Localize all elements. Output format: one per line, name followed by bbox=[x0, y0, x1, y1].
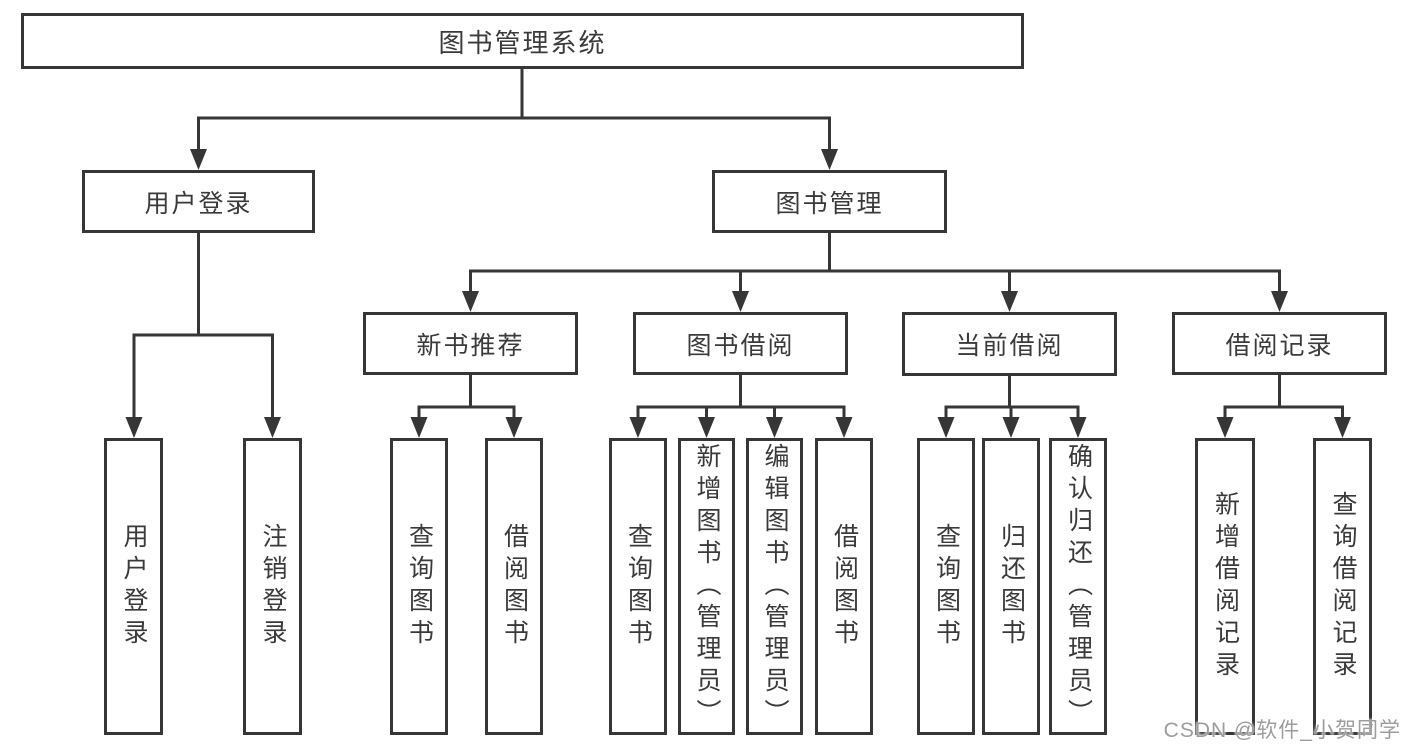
node-label: 借阅图书 bbox=[500, 522, 529, 651]
connector-borrow-records-branch bbox=[1223, 373, 1344, 420]
node-book-borrow: 图书借阅 bbox=[633, 312, 848, 375]
connector-root-branch bbox=[197, 67, 831, 152]
leaf-edit-books-admin: 编辑图书（管理员） bbox=[746, 438, 803, 735]
node-user-login: 用户登录 bbox=[82, 170, 315, 233]
node-label: 新书推荐 bbox=[416, 331, 525, 360]
arrow-down-icon bbox=[732, 291, 749, 312]
node-current-borrow: 当前借阅 bbox=[902, 312, 1117, 376]
arrow-down-icon bbox=[766, 417, 783, 438]
arrow-down-icon bbox=[462, 291, 479, 312]
node-label: 图书管理系统 bbox=[438, 27, 607, 58]
leaf-add-books-admin: 新增图书（管理员） bbox=[678, 438, 735, 735]
csdn-watermark: CSDN @软件_小贺同学 bbox=[1163, 719, 1401, 742]
node-label: 查询图书 bbox=[932, 522, 961, 651]
node-label: 新增借阅记录 bbox=[1211, 490, 1240, 683]
node-label: 用户登录 bbox=[144, 189, 253, 218]
node-label: 图书借阅 bbox=[686, 331, 795, 360]
node-label: 确认归还（管理员） bbox=[1064, 442, 1093, 731]
node-book-management: 图书管理 bbox=[712, 170, 947, 233]
arrow-down-icon bbox=[264, 417, 281, 438]
arrow-down-icon bbox=[505, 417, 523, 438]
arrow-down-icon bbox=[835, 417, 853, 438]
connector-user-login-branch bbox=[132, 231, 274, 420]
arrow-down-icon bbox=[821, 149, 838, 170]
arrow-down-icon bbox=[190, 149, 207, 170]
node-label: 注销登录 bbox=[259, 522, 287, 651]
node-label: 编辑图书（管理员） bbox=[761, 442, 789, 731]
leaf-current-query-books: 查询图书 bbox=[917, 438, 975, 735]
arrow-down-icon bbox=[698, 417, 715, 438]
leaf-confirm-return-admin: 确认归还（管理员） bbox=[1049, 438, 1107, 735]
node-label: 用户登录 bbox=[120, 522, 148, 651]
leaf-borrow-query-books: 查询图书 bbox=[609, 438, 667, 735]
arrow-down-icon bbox=[937, 417, 955, 438]
node-label: 查询图书 bbox=[405, 522, 434, 651]
node-label: 借阅记录 bbox=[1225, 331, 1334, 360]
arrow-down-icon bbox=[1334, 417, 1351, 438]
connector-book-borrow-branch bbox=[636, 373, 846, 420]
arrow-down-icon bbox=[125, 417, 143, 438]
leaf-user-login: 用户登录 bbox=[104, 438, 163, 735]
node-label: 查询图书 bbox=[624, 522, 653, 651]
arrow-down-icon bbox=[410, 417, 428, 438]
leaf-query-borrow-record: 查询借阅记录 bbox=[1313, 438, 1372, 735]
node-label: 当前借阅 bbox=[955, 332, 1064, 360]
node-label: 归还图书 bbox=[997, 522, 1026, 651]
connector-current-borrow-branch bbox=[944, 373, 1080, 420]
node-label: 新增图书（管理员） bbox=[693, 442, 721, 731]
node-borrow-records: 借阅记录 bbox=[1172, 312, 1387, 375]
arrow-down-icon bbox=[1002, 417, 1020, 438]
node-label: 借阅图书 bbox=[830, 522, 859, 651]
leaf-return-books: 归还图书 bbox=[982, 438, 1040, 735]
leaf-add-borrow-record: 新增借阅记录 bbox=[1195, 438, 1255, 735]
arrow-down-icon bbox=[1001, 291, 1018, 312]
leaf-borrow-books: 借阅图书 bbox=[815, 438, 873, 735]
arrow-down-icon bbox=[1271, 291, 1288, 312]
node-label: 图书管理 bbox=[775, 189, 884, 218]
leaf-recommend-borrow-books: 借阅图书 bbox=[485, 438, 543, 735]
arrow-down-icon bbox=[629, 417, 647, 438]
leaf-logout: 注销登录 bbox=[243, 438, 302, 735]
arrow-down-icon bbox=[1216, 417, 1234, 438]
node-new-book-recommend: 新书推荐 bbox=[363, 312, 578, 375]
connector-new-book-recommend-branch bbox=[417, 373, 516, 420]
node-library-management-system: 图书管理系统 bbox=[21, 13, 1024, 69]
node-label: 查询借阅记录 bbox=[1329, 490, 1357, 683]
leaf-recommend-query-books: 查询图书 bbox=[390, 438, 448, 735]
arrow-down-icon bbox=[1069, 417, 1087, 438]
connector-book-management-branch bbox=[469, 231, 1281, 294]
